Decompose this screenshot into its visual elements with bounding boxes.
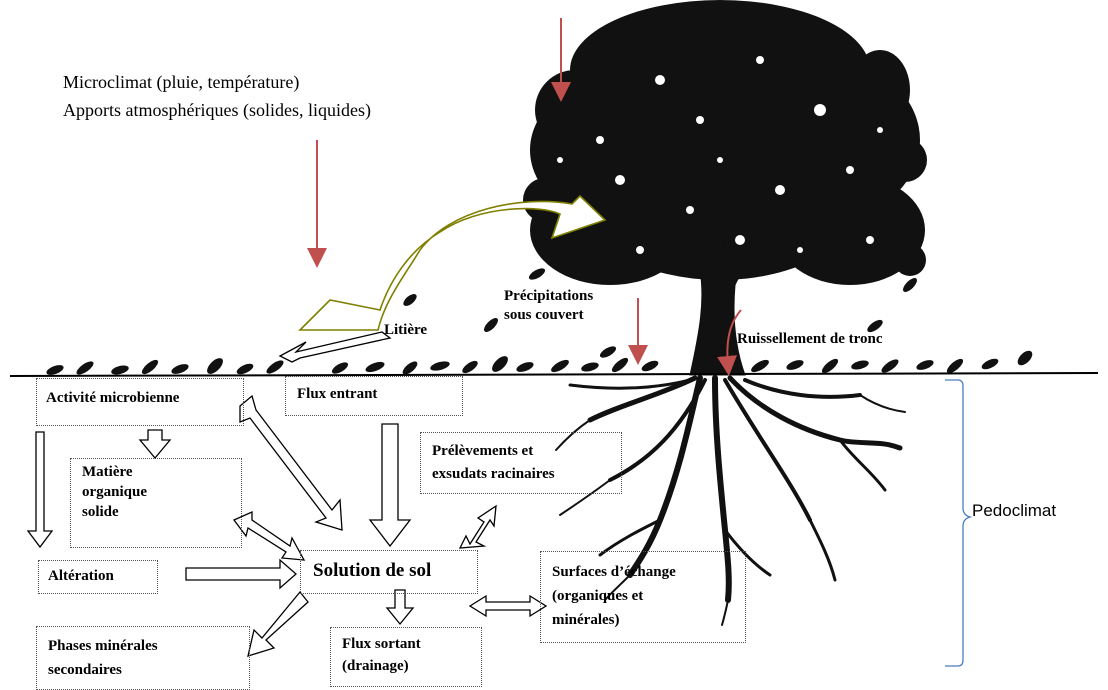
surfaces-text-2: (organiques et bbox=[552, 588, 644, 604]
activite-solution-double-arrow bbox=[239, 394, 343, 531]
flux-sortant-text-1: Flux sortant bbox=[342, 636, 421, 652]
pedoclimat-brace bbox=[945, 379, 973, 667]
pedoclimat-label: Pedoclimat bbox=[972, 501, 1057, 520]
tree-canopy bbox=[523, 0, 927, 285]
matiere-solution-double-arrow bbox=[232, 510, 306, 561]
prelevements-text-1: Prélèvements et bbox=[432, 443, 534, 459]
matiere-box bbox=[70, 458, 242, 548]
phases-text-1: Phases minérales bbox=[48, 638, 158, 654]
stemflow-arrow bbox=[717, 309, 742, 376]
ruissellement-label: Ruissellement de tronc bbox=[737, 331, 883, 347]
solution-text: Solution de sol bbox=[313, 560, 432, 581]
prelevements-box bbox=[420, 432, 622, 494]
flux-entrant-text: Flux entrant bbox=[297, 386, 378, 402]
alteration-box bbox=[38, 560, 158, 594]
tree-roots bbox=[555, 375, 906, 626]
falling-leaves bbox=[403, 268, 917, 358]
litiere-label: Litière bbox=[384, 322, 428, 338]
solution-to-phases-arrow bbox=[247, 590, 309, 657]
prelevements-text-2: exsudats racinaires bbox=[432, 466, 555, 482]
ground-line bbox=[9, 372, 1099, 377]
apports-text: Apports atmosphériques (solides, liquide… bbox=[63, 100, 371, 120]
solution-box bbox=[300, 550, 478, 594]
surfaces-text-1: Surfaces d’échange bbox=[552, 564, 676, 580]
microclimat-text: Microclimat (pluie, température) bbox=[63, 72, 300, 92]
surfaces-text-3: minérales) bbox=[552, 612, 620, 628]
sous-couvert-label: sous couvert bbox=[504, 307, 584, 323]
activite-box bbox=[36, 378, 244, 426]
flux-entrant-box bbox=[285, 376, 463, 416]
litter-to-ground-arrow bbox=[278, 331, 392, 363]
matiere-text-1: Matière bbox=[82, 464, 133, 480]
solution-surfaces-double-arrow bbox=[468, 594, 548, 618]
activite-text: Activité microbienne bbox=[46, 390, 180, 406]
tree-trunk bbox=[659, 204, 789, 376]
activite-to-matiere-arrow bbox=[138, 429, 172, 460]
flux-entrant-arrow bbox=[368, 423, 412, 548]
solution-to-flux-sortant-arrow bbox=[385, 589, 415, 626]
surfaces-box bbox=[540, 551, 746, 643]
canopy-texture bbox=[557, 56, 883, 254]
alteration-text: Altération bbox=[48, 568, 114, 584]
matiere-text-3: solide bbox=[82, 504, 119, 520]
alteration-to-solution-arrow bbox=[185, 558, 297, 590]
solution-prelevements-double-arrow bbox=[458, 504, 497, 549]
activite-to-alteration-arrow bbox=[26, 431, 54, 549]
litter-curved-arrow bbox=[298, 194, 607, 331]
flux-sortant-text-2: (drainage) bbox=[342, 658, 409, 674]
matiere-text-2: organique bbox=[82, 484, 148, 500]
precipitations-label: Précipitations bbox=[504, 288, 594, 304]
leaf-litter bbox=[46, 350, 1033, 375]
phases-text-2: secondaires bbox=[48, 662, 122, 678]
